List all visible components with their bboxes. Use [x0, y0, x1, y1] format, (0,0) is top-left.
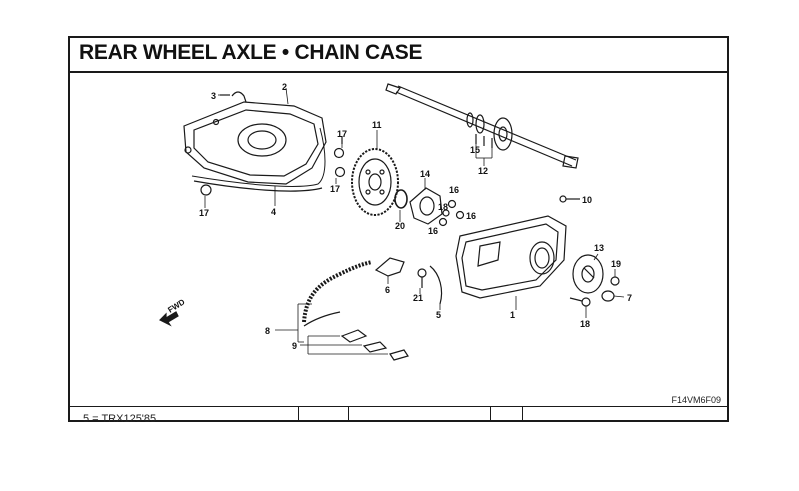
- callout-18b: 18: [438, 202, 448, 212]
- leader-lines: [204, 87, 625, 355]
- callout-9: 9: [292, 341, 297, 351]
- bolt-part-18: [569, 297, 591, 307]
- callout-21: 21: [413, 293, 423, 303]
- callout-7: 7: [627, 293, 632, 303]
- forward-arrow-icon: [158, 311, 179, 327]
- inspection-cap: [572, 254, 604, 294]
- footer-cell-divider: [348, 406, 349, 422]
- bolt-part-10: [559, 195, 580, 203]
- figure-code: F14VM6F09: [671, 395, 721, 405]
- callout-17a: 17: [337, 129, 347, 139]
- footer-cell-divider: [298, 406, 299, 422]
- callout-17b: 17: [199, 208, 209, 218]
- callout-17c: 17: [330, 184, 340, 194]
- nut-part-16: [438, 199, 465, 227]
- footer-divider: [70, 406, 727, 407]
- callout-14: 14: [420, 169, 430, 179]
- ring-part: [394, 189, 408, 209]
- hub-bolts: [475, 134, 493, 148]
- callout-4: 4: [271, 207, 276, 217]
- callout-12: 12: [478, 166, 488, 176]
- footer-note: 5 = TRX125'85: [83, 413, 157, 423]
- rear-axle: [385, 83, 579, 169]
- title-bar: REAR WHEEL AXLE • CHAIN CASE: [70, 38, 727, 73]
- callout-16c: 16: [428, 226, 438, 236]
- drive-chain: [302, 260, 373, 323]
- callout-20: 20: [395, 221, 405, 231]
- master-link-set: [340, 329, 409, 361]
- chain-tensioner: [374, 257, 405, 277]
- callout-2: 2: [282, 82, 287, 92]
- callout-3: 3: [211, 91, 216, 101]
- page-title: REAR WHEEL AXLE • CHAIN CASE: [79, 41, 423, 64]
- callout-1: 1: [510, 310, 515, 320]
- callout-11: 11: [372, 120, 382, 130]
- callout-5: 5: [436, 310, 441, 320]
- callout-16b: 16: [466, 211, 476, 221]
- callout-6: 6: [385, 285, 390, 295]
- sprocket-hub: [409, 187, 443, 225]
- washer-part-7: [601, 290, 615, 302]
- callout-10: 10: [582, 195, 592, 205]
- callout-15: 15: [470, 145, 480, 155]
- footer-cell-divider: [490, 406, 491, 422]
- driven-sprocket: [351, 148, 399, 216]
- callout-16a: 16: [449, 185, 459, 195]
- callout-13: 13: [594, 243, 604, 253]
- footer-cell-divider: [522, 406, 523, 422]
- chain-case-lower-cover: [455, 215, 567, 299]
- callout-8: 8: [265, 326, 270, 336]
- clip-part: [231, 91, 247, 103]
- chain-guard-strip: [191, 127, 326, 187]
- callout-18a: 18: [580, 319, 590, 329]
- chain-case-upper-cover: [183, 101, 327, 185]
- callout-labels: 1 2 3 4 5 6 7 8 9 10 11 12 13 14 15 16 1…: [166, 82, 632, 351]
- callout-19: 19: [611, 259, 621, 269]
- seal-strip: [429, 265, 443, 305]
- diagram-frame: REAR WHEEL AXLE • CHAIN CASE 5 = TRX125'…: [68, 36, 729, 423]
- bolt-part-21: [417, 268, 427, 288]
- bolt-part-19: [610, 276, 620, 286]
